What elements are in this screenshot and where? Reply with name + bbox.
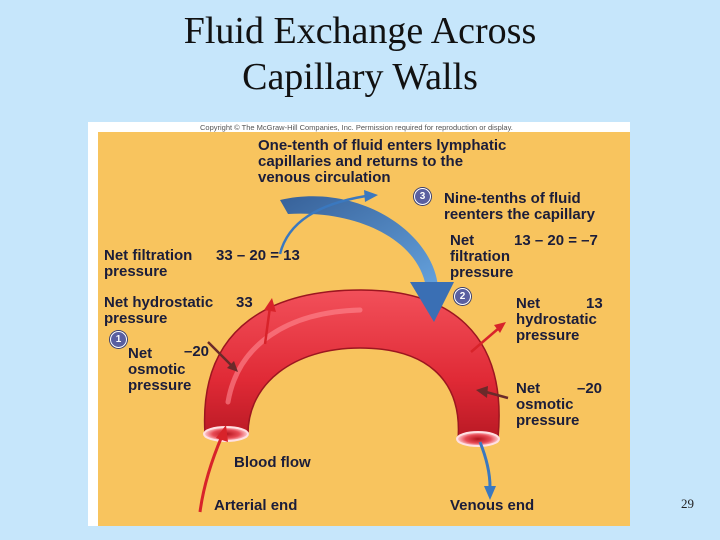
venous-net-filtration-value: 13 – 20 = –7 [514,232,598,249]
venous-hydrostatic-arrow [470,327,500,353]
step-1-badge: 1 [110,331,127,348]
arterial-osmotic-label: Net osmotic pressure [128,345,192,394]
reentry-arrow [280,196,438,287]
venous-osmotic-arrow [485,390,509,400]
arterial-osmotic-value: –20 [184,343,210,360]
blood-flow-label: Blood flow [234,454,311,471]
venous-hydrostatic-value: 13 [586,295,603,312]
arterial-osmotic-arrowhead [227,361,238,372]
arterial-hydrostatic-value: 33 [236,294,253,311]
arterial-inflow-arrow [198,435,224,513]
title-line-2: Capillary Walls [242,56,478,98]
venous-osmotic-label: Net osmotic pressure [516,380,580,429]
page-number: 29 [681,496,694,511]
arterial-net-filtration-label: Net filtration pressure [104,247,193,280]
arterial-filtration-arrowhead [264,298,276,312]
venous-end-label: Venous end [450,497,535,514]
reentry-arrowhead [410,282,454,322]
copyright-notice: Copyright © The McGraw-Hill Companies, I… [200,123,513,132]
diagram-artwork [198,190,509,513]
lymph-text: One-tenth of fluid enters lymphatic capi… [258,137,507,186]
title-line-1: Fluid Exchange Across [183,10,537,52]
venous-net-filtration-label: Net filtration pressure [450,232,514,281]
slide-title: Fluid Exchange Across Capillary Walls [0,8,720,100]
venous-outflow-arrowhead [484,486,496,500]
reenter-text: Nine-tenths of fluid reenters the capill… [444,190,595,223]
step-2-badge: 2 [454,288,471,305]
arterial-net-filtration-value: 33 – 20 = 13 [216,247,300,264]
venous-osmotic-arrowhead [476,386,488,398]
venous-hydrostatic-label: Net hydrostatic pressure [516,295,597,344]
lymph-arrow [278,194,367,255]
arterial-hydrostatic-label: Net hydrostatic pressure [104,294,214,327]
lymph-arrowhead [364,190,378,202]
arterial-inflow-arrowhead [216,425,228,442]
arterial-filtration-arrow [263,306,272,345]
venous-outflow-arrow [478,441,492,488]
arterial-end-label: Arterial end [214,497,298,514]
step-3-badge: 3 [414,188,431,205]
vessel-highlight [225,307,363,405]
capillary-diagram: Copyright © The McGraw-Hill Companies, I… [88,122,630,526]
venous-osmotic-value: –20 [577,380,603,397]
venous-hydrostatic-arrowhead [494,322,506,333]
venous-opening [456,431,500,447]
arterial-osmotic-arrow [207,341,233,367]
